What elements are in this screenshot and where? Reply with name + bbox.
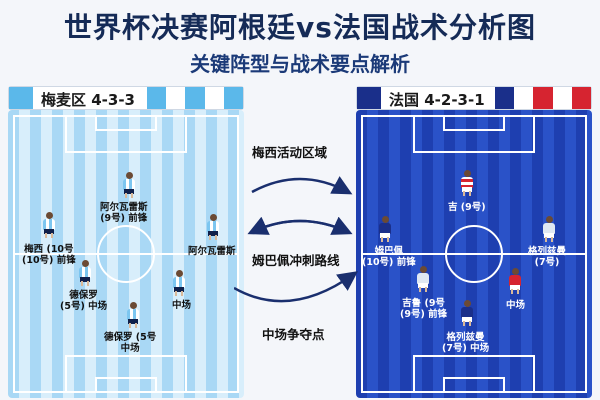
left-team-header: 梅麦区 4-3-3 <box>8 86 244 110</box>
mbappe-arrow-left <box>247 216 349 235</box>
player-label: 格列兹曼 (7号) <box>528 246 567 268</box>
page-title: 世界杯决赛阿根廷vs法国战术分析图 <box>64 11 536 44</box>
france-player-9-top <box>460 170 474 196</box>
france-pitch-lines <box>356 110 592 398</box>
argentina-pitch: 阿尔瓦雷斯 (9号) 前锋 梅西 (10号 (10号) 前锋 阿尔瓦雷斯 德保罗… <box>8 110 244 398</box>
player-label: 德保罗 (5号) 中场 <box>60 290 108 312</box>
france-player-10 <box>378 216 392 242</box>
player-label: 中场 <box>506 300 526 311</box>
player-label: 中场 <box>172 300 192 311</box>
france-player-mid <box>508 268 522 294</box>
player-label: 姆巴佩 (10号) 前锋 <box>362 246 416 268</box>
messi-arrow <box>251 176 353 195</box>
player-label: 吉 (9号) <box>448 202 486 213</box>
tactic-arrows <box>234 176 359 303</box>
midfield-arrow <box>234 271 359 303</box>
argentina-pitch-lines <box>8 110 244 398</box>
right-team-header: 法国 4-2-3-1 <box>356 86 592 110</box>
player-label: 梅西 (10号 (10号) 前锋 <box>22 244 76 266</box>
france-flag-block <box>357 87 381 109</box>
player-label: 阿尔瓦雷斯 (9号) 前锋 <box>100 202 148 224</box>
messi-zone-label: 梅西活动区域 <box>252 145 328 160</box>
mbappe-route-label: 姆巴佩冲刺路线 <box>252 253 340 268</box>
argentina-player-winger <box>206 214 220 240</box>
argentina-player-mid <box>172 270 186 296</box>
argentina-flag-stripes <box>147 87 244 109</box>
argentina-player-10 <box>42 212 56 238</box>
france-flag-stripes <box>495 87 592 109</box>
player-label: 格列兹曼 (7号) 中场 <box>442 332 490 354</box>
left-team-label: 梅麦区 4-3-3 <box>41 91 135 109</box>
midfield-battle-label: 中场争夺点 <box>262 327 325 342</box>
argentina-player-defmid <box>126 302 140 328</box>
france-player-7-mid <box>460 300 474 326</box>
player-label: 德保罗 (5号 中场 <box>104 332 157 354</box>
france-player-7-wing <box>542 216 556 242</box>
argentina-player-5 <box>78 260 92 286</box>
france-pitch: 吉 (9号) 姆巴佩 (10号) 前锋 格列兹曼 (7号) 吉鲁 (9号 (9号… <box>356 110 592 398</box>
right-team-label: 法国 4-2-3-1 <box>389 91 485 109</box>
argentina-player-9 <box>122 172 136 198</box>
argentina-flag-block <box>9 87 33 109</box>
player-label: 吉鲁 (9号 (9号) 前锋 <box>400 298 448 320</box>
page-subtitle: 关键阵型与战术要点解析 <box>190 52 410 76</box>
france-player-9-mid <box>416 266 430 292</box>
player-label: 阿尔瓦雷斯 <box>188 246 236 257</box>
